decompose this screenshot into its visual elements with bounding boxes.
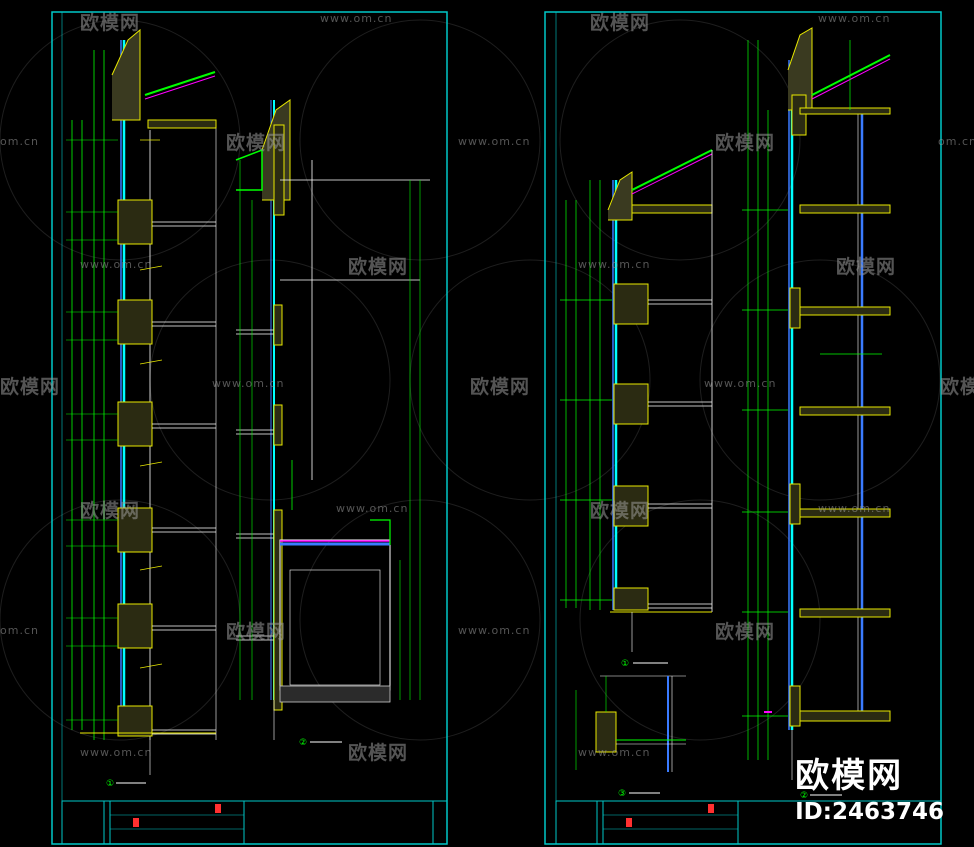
watermark-url: www.om.cn [320,12,393,25]
left-title-block [61,800,448,845]
watermark-url: www.om.cn [458,135,531,148]
brand-id: ID:2463746 [795,799,944,825]
left-detail-label-1: ① [106,779,114,789]
watermark-logo: 欧模网 [836,256,897,278]
right-wall-section-1 [560,149,713,652]
watermark-logo: 欧模网 [80,500,141,522]
right-drawing-sheet: ① ③ ② [544,11,942,845]
watermark-logo: 欧模网 [590,500,651,522]
watermark-logo: 欧模网 [348,742,409,764]
watermark-logo: 欧模网 [226,621,287,643]
watermark-url: www.om.cn [818,12,891,25]
watermark-logo: 欧模网 [80,12,141,34]
watermark-url: www.om.cn [704,377,777,390]
right-detail-3 [575,675,686,772]
watermark-logo: 欧模网 [590,12,651,34]
left-drawing-sheet: ① ② [51,11,448,845]
watermark-url: www.om.cn [336,502,409,515]
watermark-logo: 欧模网 [715,132,776,154]
left-wall-section-1 [66,28,217,775]
watermark-url: www.om.cn [80,746,153,759]
watermark-logo: 欧模网 [470,376,531,398]
right-detail-label-2: ② [800,791,808,801]
brand-stamp: 欧模网 ID:2463746 [795,748,944,825]
watermark-url: www.om.cn [80,258,153,271]
watermark-url: om.cn [0,135,39,148]
watermark-url: www.om.cn [818,502,891,515]
right-detail-label-1: ① [621,659,629,669]
watermark-logo: 欧模网 [348,256,409,278]
watermark-url: www.om.cn [578,258,651,271]
watermark-logo: 欧模网 [940,376,974,398]
right-title-block [555,800,942,845]
watermark-logo: 欧模网 [715,621,776,643]
left-detail-label-2: ② [299,738,307,748]
watermark-url: www.om.cn [212,377,285,390]
watermark-url: om.cn [0,624,39,637]
watermark-url: www.om.cn [578,746,651,759]
left-wall-section-2 [235,99,430,740]
watermark-url: www.om.cn [458,624,531,637]
watermark-url: om.cn [938,135,974,148]
right-wall-section-2 [742,27,891,780]
brand-name: 欧模网 [795,756,904,796]
watermark-logo: 欧模网 [0,376,61,398]
watermark-logo: 欧模网 [226,132,287,154]
right-detail-label-3: ③ [618,789,626,799]
